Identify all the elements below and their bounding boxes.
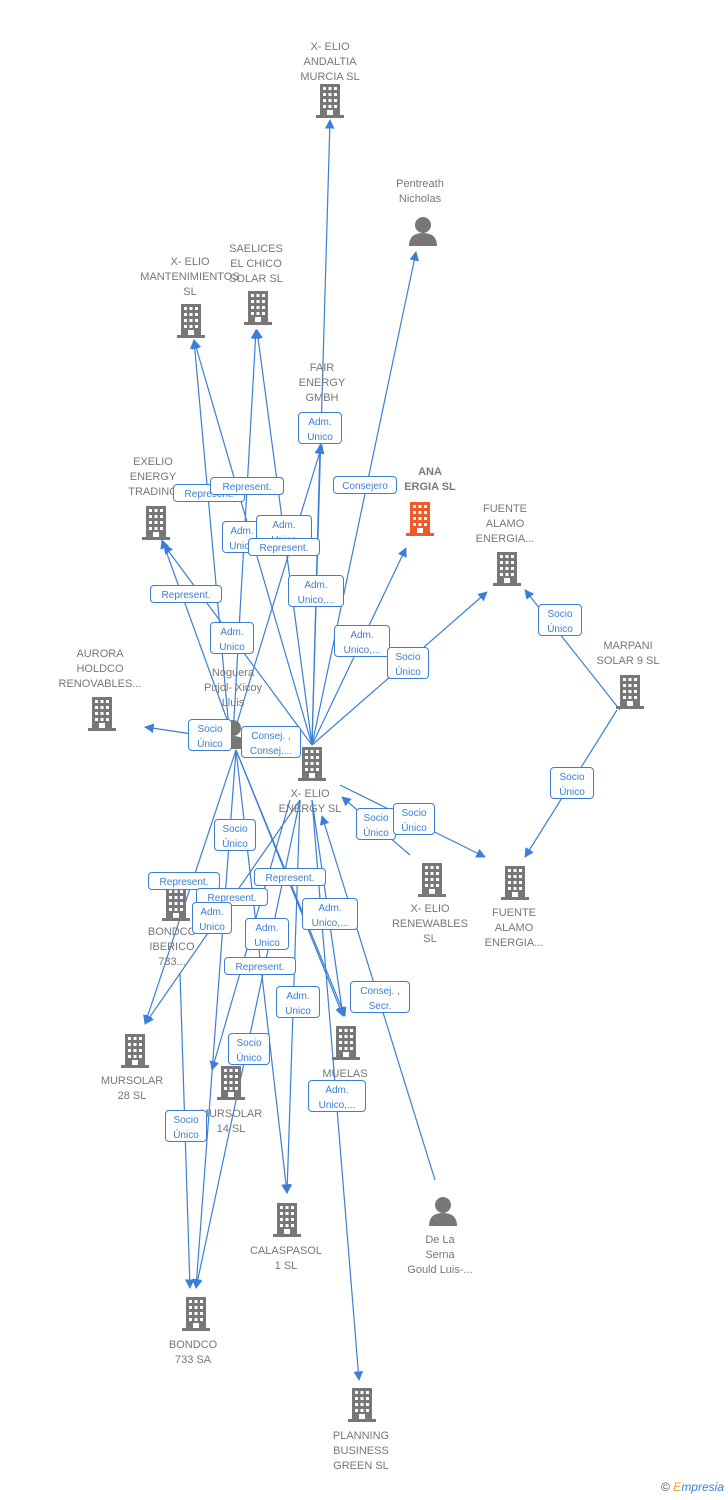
node-label-bondco733[interactable]: BONDCO 733 SA (168, 1339, 218, 1366)
node-label-calaspasol[interactable]: CALASPASOL 1 SL (250, 1245, 322, 1272)
edge-label-box[interactable]: Consejero (333, 476, 397, 494)
edge-label-box[interactable]: Adm. Unico (192, 902, 232, 934)
brand-logo[interactable]: Empresia (673, 1480, 724, 1494)
edge-label-box[interactable]: Represent. (210, 477, 284, 495)
edge-label-box[interactable]: Represent. (224, 957, 296, 975)
building-icon[interactable] (298, 747, 326, 781)
node-label-delaserna[interactable]: De La Serna Gould Luis-... (407, 1234, 473, 1276)
building-icon[interactable] (616, 675, 644, 709)
edge-label-box[interactable]: Socio Único (188, 719, 232, 751)
person-icon[interactable] (429, 1197, 457, 1226)
node-label-bondco_iberico[interactable]: BONDCO IBERICO 733... (147, 926, 197, 968)
copyright-symbol: © (661, 1480, 670, 1494)
node-label-andaltia[interactable]: X- ELIO ANDALTIA MURCIA SL (300, 41, 360, 83)
copyright: © Empresia (661, 1480, 724, 1494)
node-label-renewables[interactable]: X- ELIO RENEWABLES SL (391, 903, 468, 945)
building-icon[interactable] (348, 1388, 376, 1422)
edge-label-box[interactable]: Socio Único (165, 1110, 207, 1142)
edge-label-box[interactable]: Socio Único (214, 819, 256, 851)
edge-label-box[interactable]: Adm. Unico (298, 412, 342, 444)
edge-label-box[interactable]: Socio Único (393, 803, 435, 835)
edge-label-box[interactable]: Represent. (196, 888, 268, 906)
edge-label-box[interactable]: Represent. (254, 868, 326, 886)
edge-label-box[interactable]: Socio Único (356, 808, 396, 840)
node-label-fuente1[interactable]: FUENTE ALAMO ENERGIA... (475, 503, 535, 545)
building-icon[interactable] (316, 84, 344, 118)
edge-label-box[interactable]: Socio Único (538, 604, 582, 636)
node-label-fuente2[interactable]: FUENTE ALAMO ENERGIA... (484, 907, 544, 949)
building-icon[interactable] (88, 697, 116, 731)
building-icon[interactable] (182, 1297, 210, 1331)
edge-label-box[interactable]: Adm. Unico (276, 986, 320, 1018)
building-icon[interactable] (406, 502, 434, 536)
edge-label-box[interactable]: Consej. , Secr. (350, 981, 410, 1013)
building-icon[interactable] (217, 1066, 245, 1100)
building-icon[interactable] (273, 1203, 301, 1237)
building-icon[interactable] (121, 1034, 149, 1068)
building-icon[interactable] (418, 863, 446, 897)
edge-label-box[interactable]: Adm. Unico (210, 622, 254, 654)
building-icon[interactable] (493, 552, 521, 586)
node-label-marpani[interactable]: MARPANI SOLAR 9 SL (596, 640, 660, 667)
node-label-mursolar14[interactable]: MURSOLAR 14 SL (199, 1108, 263, 1135)
node-label-fair[interactable]: FAIR ENERGY GMBH (298, 362, 346, 404)
edge-label-box[interactable]: Adm. Unico (245, 918, 289, 950)
edge-line (189, 339, 231, 741)
edge-label-box[interactable]: Adm. Unico,... (288, 575, 344, 607)
node-label-ana[interactable]: ANA ERGIA SL (404, 466, 456, 493)
node-label-xelio[interactable]: X- ELIO ENERGY SL (278, 788, 342, 815)
node-label-saelices[interactable]: SAELICES EL CHICO SOLAR SL (229, 243, 283, 285)
node-label-exelio[interactable]: EXELIO ENERGY TRADING (128, 456, 178, 498)
brand-name: mpresia (681, 1480, 724, 1494)
building-icon[interactable] (177, 304, 205, 338)
edge-line (232, 444, 325, 737)
person-icon[interactable] (409, 217, 437, 246)
building-icon[interactable] (142, 506, 170, 540)
node-label-noguera[interactable]: Noguera Pujol- Xicoy Lluis (203, 667, 263, 709)
edge-line (311, 251, 419, 746)
node-label-mursolar28[interactable]: MURSOLAR 28 SL (100, 1075, 164, 1102)
edge-label-box[interactable]: Socio Único (550, 767, 594, 799)
edge-line (160, 539, 234, 737)
edge-label-box[interactable]: Represent. (150, 585, 222, 603)
building-icon[interactable] (501, 866, 529, 900)
node-label-aurora[interactable]: AURORA HOLDCO RENOVABLES... (58, 648, 142, 690)
edge-label-box[interactable]: Socio Único (387, 647, 429, 679)
edge-label-box[interactable]: Represent. (248, 538, 320, 556)
node-label-planning[interactable]: PLANNING BUSINESS GREEN SL (332, 1430, 390, 1472)
edge-label-box[interactable]: Adm. Unico,... (308, 1080, 366, 1112)
edge-label-box[interactable]: Consej. , Consej.... (241, 726, 301, 758)
edge-label-box[interactable]: Represent. (148, 872, 220, 890)
edge-label-box[interactable]: Adm. Unico,... (302, 898, 358, 930)
node-label-mantenimientos[interactable]: X- ELIO MANTENIMIENTOS SL (140, 256, 240, 298)
edge-label-box[interactable]: Socio Único (228, 1033, 270, 1065)
building-icon[interactable] (162, 887, 190, 921)
brand-initial: E (673, 1480, 682, 1494)
edge-label-box[interactable]: Adm. Unico,... (334, 625, 390, 657)
node-label-pentreath[interactable]: Pentreath Nicholas (396, 178, 444, 205)
building-icon[interactable] (332, 1026, 360, 1060)
